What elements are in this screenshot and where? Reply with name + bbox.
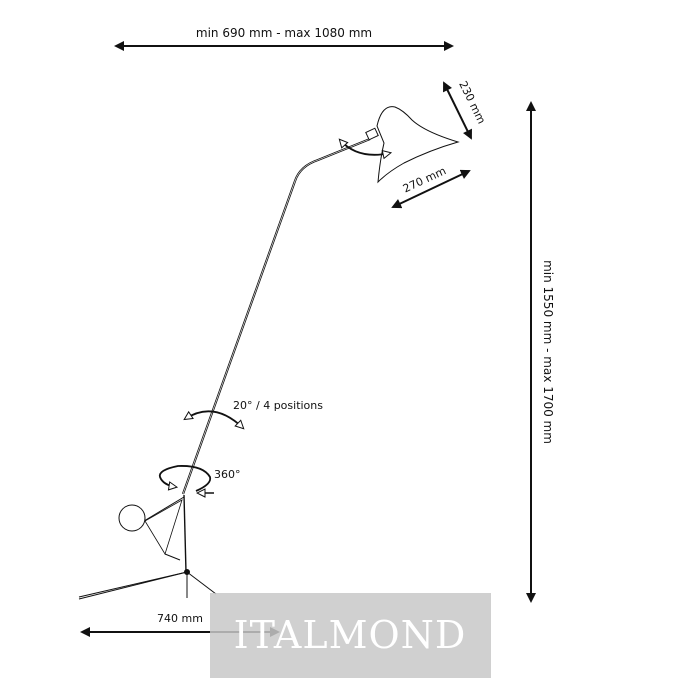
lamp-drawing: [78, 106, 460, 600]
shade-tilt-arrow: [340, 140, 390, 155]
shade-width-dimension: 270 mm: [391, 164, 471, 209]
height-dimension: min 1550 mm - max 1700 mm: [526, 101, 555, 603]
base-width-label: 740 mm: [157, 612, 203, 625]
italmond-watermark: ITALMOND: [210, 593, 491, 678]
rotation-annotation: 360°: [158, 465, 241, 493]
watermark-text: ITALMOND: [234, 613, 467, 657]
rotation-label: 360°: [214, 468, 241, 481]
height-range-label: min 1550 mm - max 1700 mm: [541, 260, 555, 444]
arm-tilt-annotation: 20° / 4 positions: [185, 399, 323, 428]
shade-depth-dimension: 230 mm: [443, 79, 488, 140]
width-dimension: min 690 mm - max 1080 mm: [114, 26, 454, 51]
width-range-label: min 690 mm - max 1080 mm: [196, 26, 372, 40]
arm-tilt-label: 20° / 4 positions: [233, 399, 323, 412]
shade-width-label: 270 mm: [401, 164, 448, 195]
